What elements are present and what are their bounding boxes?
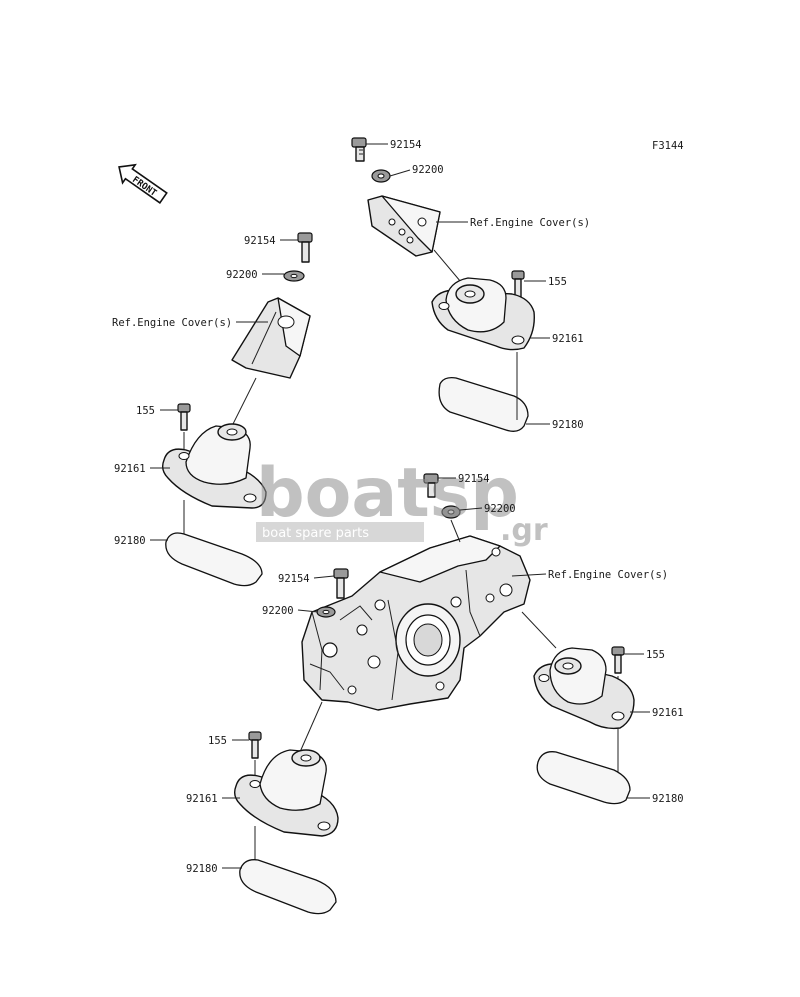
washer-92200-top-left bbox=[283, 270, 305, 282]
callout-92154-top-right: 92154 bbox=[390, 139, 422, 151]
callout-92154-center-top: 92154 bbox=[458, 473, 490, 485]
callout-92180-bottom-right: 92180 bbox=[652, 793, 684, 805]
bolt-155-bottom-right bbox=[611, 646, 625, 674]
callout-92200-top-right: 92200 bbox=[412, 164, 444, 176]
plate-92180-bottom-left bbox=[239, 859, 337, 915]
mount-group-bottom-right bbox=[521, 611, 635, 805]
figure-code: F3144 bbox=[652, 140, 684, 152]
mount-group-bottom-left bbox=[233, 701, 339, 915]
callout-92180-bottom-left: 92180 bbox=[186, 863, 218, 875]
bracket-top-right bbox=[367, 195, 441, 257]
bolt-155-top-right bbox=[511, 270, 525, 298]
plate-92180-top-left bbox=[165, 532, 263, 587]
mount-group-top-right bbox=[351, 137, 535, 432]
bolt-155-bottom-left bbox=[248, 731, 262, 759]
callout-92161-bottom-left: 92161 bbox=[186, 793, 218, 805]
bolt-92154-top-left bbox=[297, 232, 313, 263]
callout-ref-engine-cover-top-right: Ref.Engine Cover(s) bbox=[470, 217, 590, 229]
washer-92200-center-top bbox=[441, 505, 461, 519]
callout-92161-top-left: 92161 bbox=[114, 463, 146, 475]
plate-92180-bottom-right bbox=[536, 751, 631, 805]
watermark-tagline: boat spare parts bbox=[262, 526, 369, 541]
mount-group-top-left bbox=[161, 232, 313, 587]
rubber-mount-92161-bottom-left bbox=[233, 749, 339, 837]
bolt-155-top-left bbox=[177, 403, 191, 431]
callout-92180-top-right: 92180 bbox=[552, 419, 584, 431]
rubber-mount-92161-top-right bbox=[431, 277, 535, 351]
bolt-92154-center-left bbox=[333, 568, 349, 599]
rubber-mount-92161-bottom-right bbox=[533, 647, 635, 730]
leader-lines bbox=[150, 143, 650, 869]
callout-92161-bottom-right: 92161 bbox=[652, 707, 684, 719]
bracket-top-left bbox=[231, 297, 311, 379]
callout-labels: 92154 92200 Ref.Engine Cover(s) 155 9216… bbox=[112, 139, 684, 875]
watermark: boatsp .gr boat spare parts bbox=[256, 454, 548, 548]
watermark-brand: boatsp bbox=[256, 454, 519, 533]
callout-92200-center-left: 92200 bbox=[262, 605, 294, 617]
callout-ref-engine-cover-center: Ref.Engine Cover(s) bbox=[548, 569, 668, 581]
callout-92154-top-left: 92154 bbox=[244, 235, 276, 247]
callout-ref-engine-cover-top-left: Ref.Engine Cover(s) bbox=[112, 317, 232, 329]
rubber-mount-92161-top-left bbox=[161, 423, 267, 509]
callout-155-bottom-right: 155 bbox=[646, 649, 665, 661]
callout-92200-center-top: 92200 bbox=[484, 503, 516, 515]
callout-92200-top-left: 92200 bbox=[226, 269, 258, 281]
callout-92161-top-right: 92161 bbox=[552, 333, 584, 345]
watermark-suffix: .gr bbox=[500, 513, 548, 548]
plate-92180-top-right bbox=[438, 376, 529, 432]
callout-155-top-left: 155 bbox=[136, 405, 155, 417]
callout-92154-center-left: 92154 bbox=[278, 573, 310, 585]
bolt-92154-top-right bbox=[351, 137, 367, 162]
washer-92200-top-right bbox=[371, 169, 391, 183]
washer-92200-center-left bbox=[316, 606, 336, 618]
engine-block-center bbox=[301, 535, 531, 711]
callout-155-bottom-left: 155 bbox=[208, 735, 227, 747]
front-arrow-icon: FRONT bbox=[118, 163, 168, 204]
callout-92180-top-left: 92180 bbox=[114, 535, 146, 547]
callout-155-top-right: 155 bbox=[548, 276, 567, 288]
